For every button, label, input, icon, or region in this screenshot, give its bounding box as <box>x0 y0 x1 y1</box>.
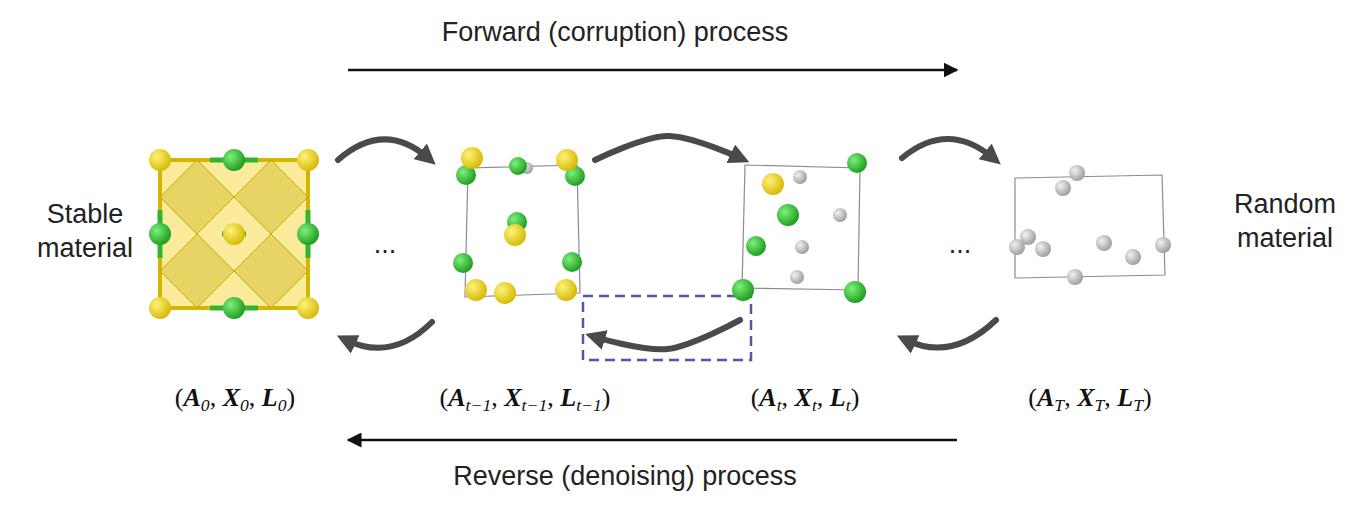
tuple-symbol: X <box>504 383 521 412</box>
tuple-symbol: A <box>448 383 465 412</box>
random-crystal <box>1009 165 1171 285</box>
label-text: ... <box>949 229 972 259</box>
state-node: (A0, X0, L0) <box>150 150 320 345</box>
highlight-box <box>583 296 751 360</box>
label-text: Stable material <box>37 199 133 263</box>
tuple-symbol: L <box>560 383 576 412</box>
state-tuple: (A0, X0, L0) <box>175 383 295 413</box>
tuple-punct: ) <box>851 383 860 412</box>
tuple-symbol: X <box>223 383 240 412</box>
tuple-subscript: t <box>846 395 851 415</box>
state-node: (At−1, Xt−1, Lt−1) <box>455 150 595 345</box>
step-arrow <box>595 320 740 349</box>
tuple-symbol: X <box>1077 383 1094 412</box>
tuple-punct: , <box>1064 383 1077 412</box>
tuple-subscript: T <box>1054 395 1064 415</box>
label-text: Random material <box>1234 189 1336 253</box>
forward-arrow <box>348 69 957 72</box>
tuple-punct: ) <box>602 383 611 412</box>
state-tuple: (AT, XT, LT) <box>1028 383 1151 413</box>
label-text: ... <box>374 229 397 259</box>
tuple-subscript: 0 <box>278 395 287 415</box>
label-text: Reverse (denoising) process <box>453 461 797 491</box>
tuple-subscript: t <box>777 395 782 415</box>
tuple-punct: , <box>210 383 223 412</box>
tuple-punct: , <box>817 383 830 412</box>
state-tuple: (At, Xt, Lt) <box>751 383 860 413</box>
tuple-subscript: 0 <box>201 395 210 415</box>
caption-label: Stable material <box>15 198 155 266</box>
caption-label: Forward (corruption) process <box>355 16 875 50</box>
tuple-punct: ) <box>1143 383 1152 412</box>
tuple-subscript: 0 <box>240 395 249 415</box>
tuple-punct: ( <box>440 383 449 412</box>
tuple-symbol: X <box>795 383 812 412</box>
tuple-subscript: t <box>812 395 817 415</box>
state-node: (AT, XT, LT) <box>1005 150 1175 345</box>
tuple-symbol: A <box>1037 383 1054 412</box>
tuple-punct: ( <box>1028 383 1037 412</box>
tuple-subscript: t−1 <box>466 395 492 415</box>
tuple-punct: ( <box>175 383 184 412</box>
caption-label: ... <box>360 228 410 262</box>
tuple-subscript: t−1 <box>576 395 602 415</box>
noisier-crystal <box>732 153 867 303</box>
tuple-punct: , <box>491 383 504 412</box>
tuple-punct: ( <box>751 383 760 412</box>
reverse-arrow <box>348 439 957 442</box>
tuple-subscript: T <box>1094 395 1104 415</box>
tuple-symbol: A <box>759 383 776 412</box>
tuple-subscript: T <box>1133 395 1143 415</box>
step-arrows <box>338 139 996 348</box>
tuple-punct: , <box>1104 383 1117 412</box>
step-arrow <box>595 136 740 160</box>
tuple-punct: , <box>547 383 560 412</box>
noisy-crystal <box>453 147 585 304</box>
state-node: (At, Xt, Lt) <box>740 150 870 345</box>
stable-crystal <box>149 149 319 319</box>
tuple-symbol: L <box>830 383 846 412</box>
tuple-symbol: L <box>1117 383 1133 412</box>
label-text: Forward (corruption) process <box>442 17 789 47</box>
tuple-symbol: A <box>183 383 200 412</box>
tuple-subscript: t−1 <box>522 395 548 415</box>
tuple-punct: , <box>249 383 262 412</box>
tuple-punct: , <box>782 383 795 412</box>
caption-label: ... <box>935 228 985 262</box>
caption-label: Random material <box>1210 188 1360 256</box>
caption-label: Reverse (denoising) process <box>365 460 885 494</box>
tuple-symbol: L <box>262 383 278 412</box>
state-tuple: (At−1, Xt−1, Lt−1) <box>440 383 611 413</box>
tuple-punct: ) <box>287 383 296 412</box>
